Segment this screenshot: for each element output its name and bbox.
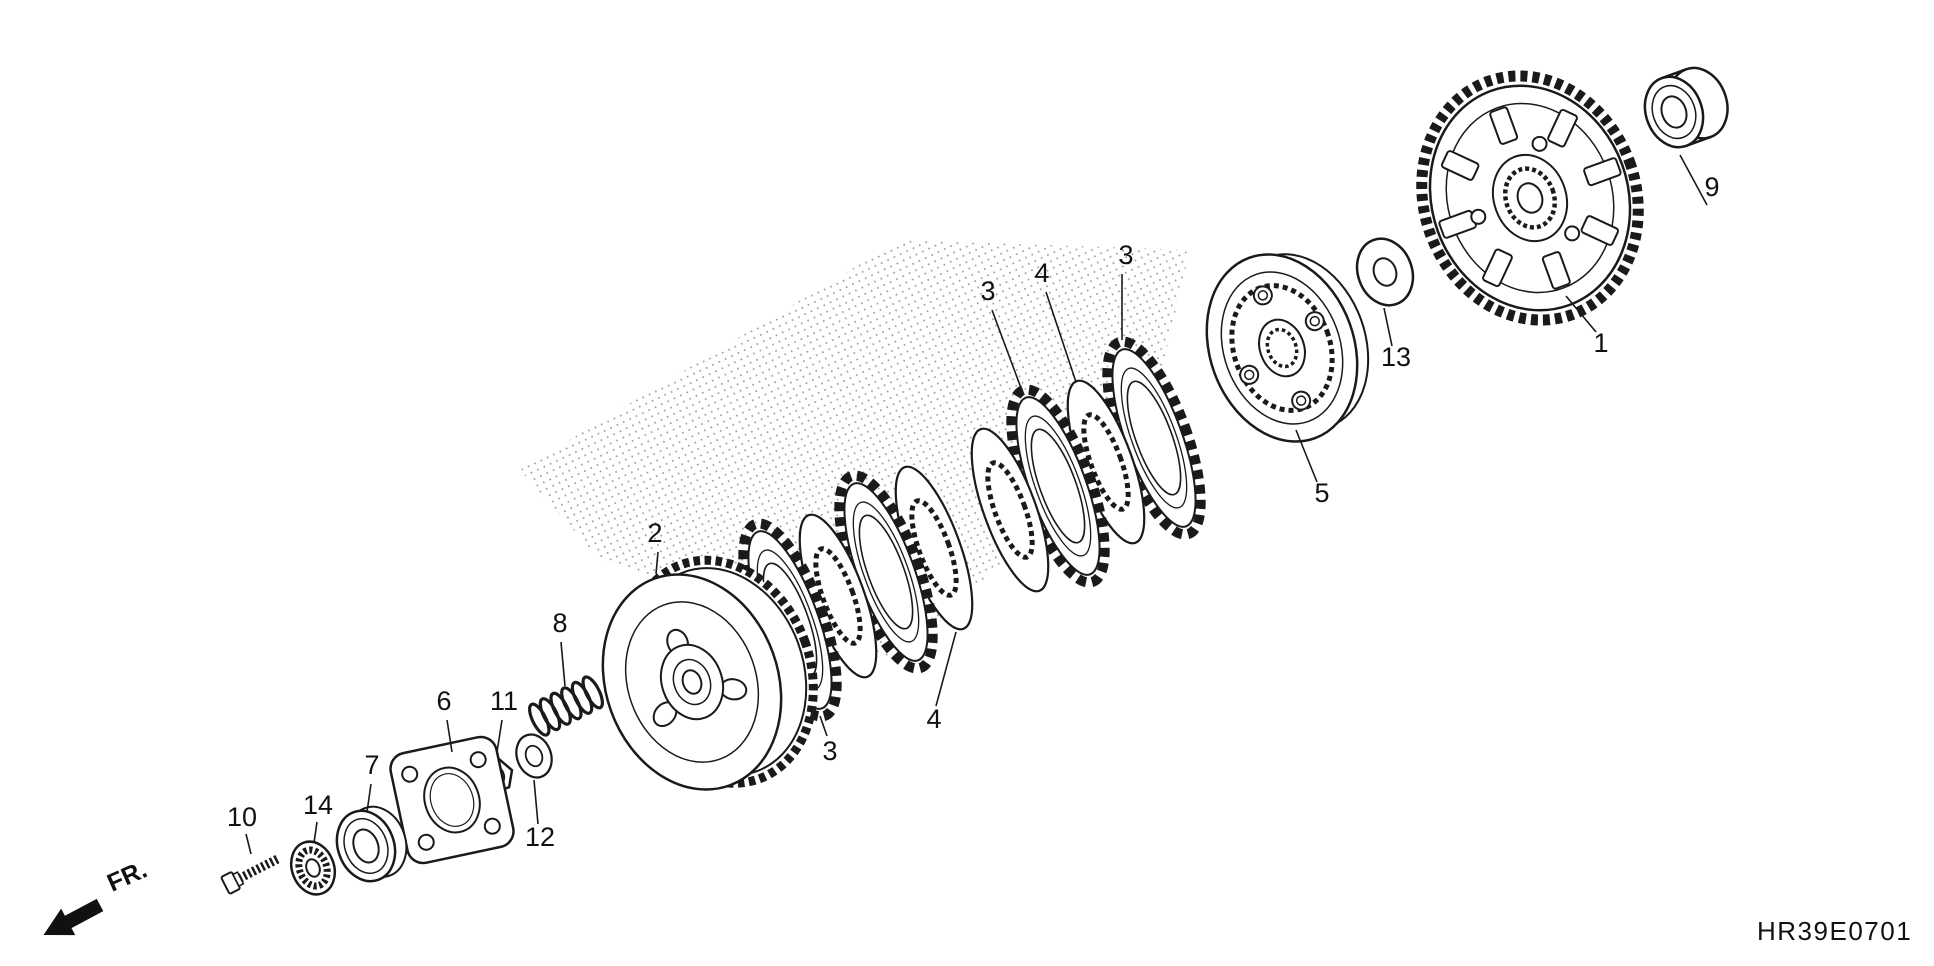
callout-number[interactable]: 5 bbox=[1314, 478, 1329, 508]
spline-bore bbox=[985, 460, 1035, 560]
callout-part-3-a[interactable]: 3 bbox=[1118, 240, 1134, 340]
bolt-hole bbox=[1564, 225, 1581, 242]
bore bbox=[352, 828, 380, 864]
callout-number[interactable]: 7 bbox=[364, 750, 379, 780]
callout-number[interactable]: 3 bbox=[980, 276, 995, 306]
bolt-hole bbox=[401, 765, 419, 783]
bolt-hole bbox=[1531, 135, 1548, 152]
part-12-washer bbox=[515, 733, 553, 779]
part-10-bolt bbox=[220, 854, 281, 895]
callout-number[interactable]: 8 bbox=[552, 608, 567, 638]
basket-slot bbox=[1482, 248, 1513, 288]
post bbox=[1252, 285, 1273, 306]
clutch-plate bbox=[1066, 379, 1146, 545]
part-6-plate bbox=[389, 735, 515, 865]
bore bbox=[1126, 380, 1182, 496]
stipple-shading bbox=[520, 240, 1190, 660]
part-5-clutch-center bbox=[1205, 253, 1370, 443]
callout-number[interactable]: 14 bbox=[303, 790, 333, 820]
post bbox=[1304, 311, 1325, 332]
callout-part-3-c[interactable]: 3 bbox=[819, 715, 838, 766]
clutch-plate bbox=[894, 465, 974, 631]
bore bbox=[1516, 182, 1544, 214]
basket-slot bbox=[1440, 150, 1480, 181]
callout-number[interactable]: 9 bbox=[1704, 172, 1719, 202]
bore bbox=[1030, 428, 1086, 544]
part-13-washer bbox=[1355, 237, 1415, 307]
friction-disc bbox=[1006, 384, 1110, 588]
callout-part-5[interactable]: 5 bbox=[1295, 429, 1330, 508]
callout-part-8[interactable]: 8 bbox=[552, 608, 568, 687]
callout-part-11[interactable]: 11 bbox=[490, 686, 518, 753]
bolt-threads bbox=[237, 854, 281, 883]
callout-part-1[interactable]: 1 bbox=[1565, 295, 1609, 358]
callout-part-7[interactable]: 7 bbox=[364, 750, 380, 813]
spline-bore bbox=[1265, 327, 1299, 369]
callout-part-3-b[interactable]: 3 bbox=[980, 276, 1022, 389]
post bbox=[1291, 390, 1312, 411]
bore bbox=[1372, 257, 1398, 287]
callout-part-4-a[interactable]: 4 bbox=[1034, 258, 1077, 383]
callout-number[interactable]: 4 bbox=[1034, 258, 1049, 288]
callout-number[interactable]: 12 bbox=[525, 822, 555, 852]
callout-part-6[interactable]: 6 bbox=[436, 686, 453, 753]
bore bbox=[1660, 95, 1688, 129]
roller-ring bbox=[295, 846, 331, 890]
basket-slot bbox=[1580, 215, 1620, 246]
callout-part-2[interactable]: 2 bbox=[647, 518, 663, 575]
part-8-spring bbox=[528, 675, 604, 737]
callout-number[interactable]: 4 bbox=[926, 704, 941, 734]
spline-bore bbox=[1081, 412, 1131, 512]
bolt-hole bbox=[469, 751, 487, 769]
part-7-seal bbox=[335, 805, 408, 883]
basket-slot bbox=[1489, 106, 1519, 145]
part-14-bearing bbox=[289, 840, 337, 896]
bolt-hole bbox=[483, 817, 501, 835]
callout-number[interactable]: 3 bbox=[822, 736, 837, 766]
basket-slot bbox=[1547, 108, 1578, 148]
callout-part-12[interactable]: 12 bbox=[525, 779, 555, 852]
callout-number[interactable]: 11 bbox=[490, 686, 518, 716]
spline-bore bbox=[813, 546, 863, 646]
callout-number[interactable]: 10 bbox=[227, 802, 257, 832]
front-arrow-icon bbox=[43, 898, 104, 936]
bore bbox=[305, 858, 321, 878]
clutch-plate bbox=[970, 427, 1050, 593]
friction-disc bbox=[834, 470, 938, 674]
bore bbox=[524, 744, 544, 768]
callout-part-4-b[interactable]: 4 bbox=[926, 631, 957, 734]
callout-part-13[interactable]: 13 bbox=[1381, 307, 1411, 372]
callout-number[interactable]: 3 bbox=[1118, 240, 1133, 270]
bolt-hole bbox=[1470, 208, 1487, 225]
callout-part-10[interactable]: 10 bbox=[227, 802, 257, 855]
basket-slot bbox=[1583, 157, 1622, 187]
callout-number[interactable]: 13 bbox=[1381, 342, 1411, 372]
callout-number[interactable]: 2 bbox=[647, 518, 662, 548]
part-2-pressure-plate bbox=[601, 555, 818, 791]
spline-bore bbox=[909, 498, 959, 598]
center-opening bbox=[423, 766, 481, 834]
bore bbox=[681, 669, 703, 695]
callout-number[interactable]: 1 bbox=[1593, 328, 1608, 358]
post bbox=[1239, 364, 1260, 385]
bolt-hole bbox=[417, 833, 435, 851]
callout-part-14[interactable]: 14 bbox=[303, 790, 333, 844]
callout-part-9[interactable]: 9 bbox=[1679, 154, 1720, 206]
part-1-clutch-outer bbox=[1416, 70, 1644, 326]
basket-slot bbox=[1541, 251, 1571, 290]
figure-code: HR39E0701 bbox=[1757, 916, 1912, 946]
part-9-bushing bbox=[1643, 66, 1729, 149]
callout-number[interactable]: 6 bbox=[436, 686, 451, 716]
